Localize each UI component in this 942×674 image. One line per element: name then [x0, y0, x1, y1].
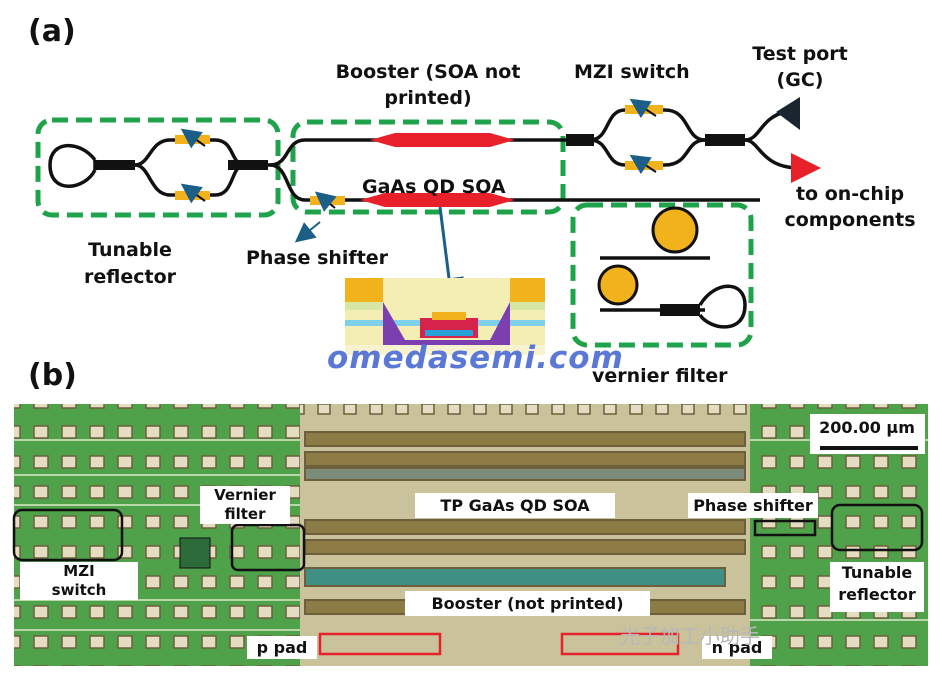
- booster-box: [290, 119, 566, 215]
- tunable-reflector-b-line2: reflector: [838, 585, 916, 604]
- booster-b-label: Booster (not printed): [405, 591, 650, 616]
- soa-cross-section: [345, 278, 545, 355]
- reflector-coupler-1: [95, 160, 135, 170]
- phase-shifter-b-label: Phase shifter: [688, 493, 818, 518]
- phase-shifter-label: Phase shifter: [246, 247, 389, 269]
- p-pad-label: p pad: [247, 636, 317, 659]
- mzi-switch-b-line2: switch: [51, 581, 107, 599]
- to-onchip-label-1: to on-chip: [795, 183, 905, 205]
- vernier-filter-line1: Vernier: [214, 486, 276, 504]
- reflector-coupler-2: [228, 160, 268, 170]
- vernier-filter-label: vernier filter: [592, 365, 728, 387]
- n-pad-label: n pad: [702, 636, 772, 659]
- gaas-soa-label: GaAs QD SOA: [362, 176, 506, 198]
- vernier-ring-small: [597, 264, 639, 306]
- gaas-qd-soa: [360, 193, 515, 207]
- vernier-ring-large: [651, 206, 699, 254]
- test-port-label-1: Test port: [752, 43, 848, 65]
- mzi-switch-b-line1: MZI: [63, 562, 95, 580]
- panel-a-tag: (a): [28, 14, 76, 49]
- mzi-coupler-1: [566, 134, 594, 146]
- booster-label-line1: Booster (SOA not: [335, 61, 521, 83]
- vernier-filter-box-label: Vernier filter: [200, 486, 290, 524]
- tunable-reflector-label-1: Tunable: [88, 239, 172, 261]
- vernier-coupler: [660, 304, 700, 316]
- tunable-reflector-b-line1: Tunable: [841, 563, 913, 582]
- booster-label-line2: printed): [384, 87, 472, 109]
- scale-bar-label: 200.00 µm: [812, 418, 922, 437]
- grating-coupler: [776, 97, 800, 130]
- mzi-switch-b-label: MZI switch: [20, 562, 138, 600]
- tunable-reflector-b-label: Tunable reflector: [830, 562, 924, 612]
- source-watermark: 光子加工小助手: [620, 624, 760, 648]
- mzi-switch-label: MZI switch: [574, 61, 690, 83]
- vernier-box: [570, 202, 754, 348]
- vernier-filter-line2: filter: [224, 505, 266, 523]
- to-onchip-label-2: components: [784, 209, 916, 231]
- tp-soa-label: TP GaAs QD SOA: [415, 493, 615, 518]
- mzi-coupler-2: [705, 134, 745, 146]
- site-watermark: omedasemi.com: [327, 340, 624, 376]
- panel-b-tag: (b): [28, 358, 77, 393]
- panel-a-diagram: [35, 97, 821, 355]
- booster-soa: [370, 133, 515, 147]
- tunable-reflector-label-2: reflector: [84, 266, 176, 288]
- test-port-label-2: (GC): [776, 69, 824, 91]
